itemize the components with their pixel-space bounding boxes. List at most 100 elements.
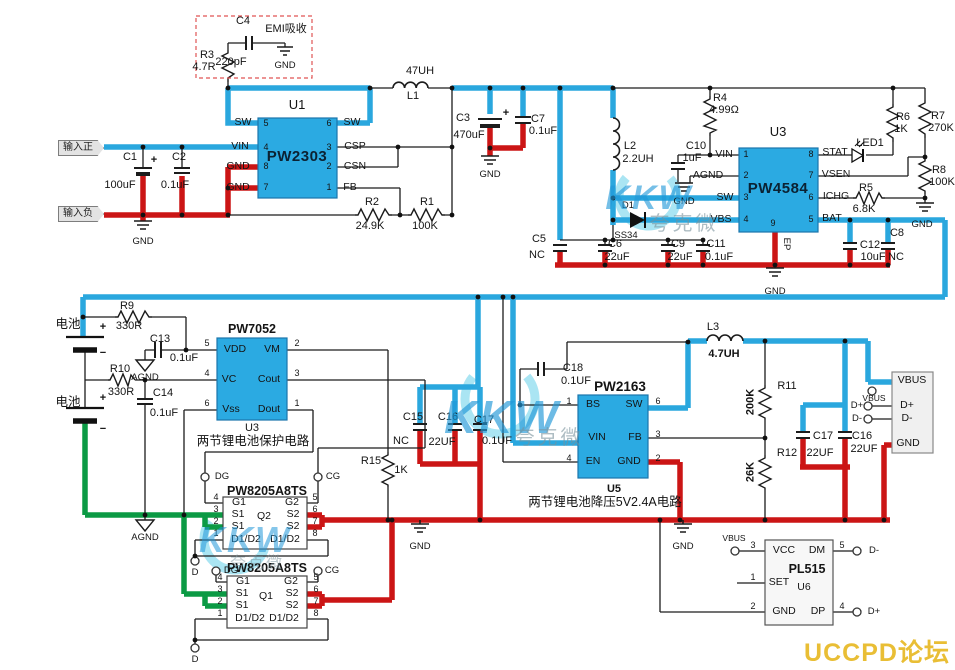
pw7052-pin-vdd: VDD bbox=[223, 343, 247, 355]
watermark-kkw-2: KKW bbox=[444, 391, 560, 443]
watermark-sub-3: 夸克微 bbox=[229, 555, 285, 572]
q1-net-dg: DG bbox=[223, 565, 239, 576]
inductor-symbols bbox=[392, 81, 744, 342]
q2-des: Q2 bbox=[256, 510, 272, 522]
c5-ref: C5 bbox=[531, 233, 547, 245]
q1-pin-d12l: D1/D2 bbox=[235, 612, 265, 624]
net-vbus-out: VBUS bbox=[862, 393, 886, 403]
c17b-val: 22UF bbox=[806, 447, 834, 459]
agnd-2: AGND bbox=[131, 532, 159, 543]
pw7052-pin-vc: VC bbox=[221, 373, 237, 385]
pw7052-num-2: 2 bbox=[294, 338, 300, 348]
r12-ref: R12 bbox=[776, 447, 798, 459]
u1-body bbox=[257, 117, 338, 199]
agnd-symbols bbox=[134, 359, 156, 533]
bat1-plus: + bbox=[99, 321, 107, 333]
u1-num-5: 5 bbox=[263, 118, 269, 128]
caption-protect: 两节锂电池保护电路 bbox=[196, 434, 310, 448]
r9-val: 330R bbox=[115, 320, 143, 332]
l2-ref: L2 bbox=[623, 140, 637, 152]
pl515-pin-dm: DM bbox=[808, 544, 826, 556]
pl515-num-4: 4 bbox=[839, 601, 845, 611]
pw7052-des: U3 bbox=[244, 422, 260, 434]
pw7052-body bbox=[216, 337, 288, 421]
u5-name: PW2163 bbox=[594, 379, 646, 394]
resistor-symbols bbox=[108, 50, 933, 490]
input-neg-tag: 输入负 bbox=[58, 206, 104, 222]
q1-num-4: 4 bbox=[217, 572, 223, 582]
ic-boxes bbox=[195, 15, 934, 629]
q2-pin-g2: G2 bbox=[284, 496, 300, 508]
conn-dplus: D+ bbox=[900, 399, 914, 411]
u5-pin-sw: SW bbox=[625, 398, 643, 410]
u3-pin-vbs: VBS bbox=[710, 213, 732, 225]
u1-pin-vin: VIN bbox=[231, 140, 249, 152]
gnd-emi: GND bbox=[274, 60, 296, 71]
c3-val: 470uF bbox=[453, 129, 485, 141]
u1-num-7: 7 bbox=[263, 182, 269, 192]
c17a-ref: C17 bbox=[473, 414, 495, 426]
q1-num-6: 6 bbox=[313, 584, 319, 594]
c12-val: 10uF bbox=[860, 251, 886, 263]
watermark-kkw-1: KKW bbox=[605, 179, 693, 217]
conn-gnd: GND bbox=[896, 437, 920, 449]
u1-pin-sw-l: SW bbox=[234, 116, 252, 128]
led1-ref: LED1 bbox=[856, 137, 884, 149]
r5-val: 6.8K bbox=[852, 203, 876, 215]
c7-val: 0.1uF bbox=[528, 125, 558, 137]
r15-val: 1K bbox=[394, 464, 408, 476]
u3-pin9-num: 9 bbox=[770, 218, 776, 228]
c10-val: 1uF bbox=[682, 152, 702, 164]
c9-ref: C9 bbox=[670, 238, 686, 250]
pl515-pin-gnd: GND bbox=[772, 605, 796, 617]
r11-ref: R11 bbox=[777, 380, 797, 392]
pl515-num-1: 1 bbox=[750, 572, 756, 582]
junction-dots bbox=[80, 85, 928, 643]
c5-val: NC bbox=[529, 249, 545, 261]
bat1-minus: − bbox=[99, 347, 107, 359]
watermark-kkw-3: KKW bbox=[199, 519, 291, 560]
bat2-minus: − bbox=[99, 423, 107, 435]
u5-body bbox=[577, 394, 649, 479]
u1-pin-fb: FB bbox=[343, 181, 357, 193]
u3-body bbox=[738, 147, 819, 233]
u5-pin-fb: FB bbox=[628, 431, 642, 443]
watermark-sub-1: 夸克微 bbox=[649, 213, 719, 235]
u3-ep: EP bbox=[780, 237, 792, 251]
q2-pin-s1b: S1 bbox=[231, 520, 245, 532]
pl515-num-3: 3 bbox=[750, 540, 756, 550]
conn-dminus: D- bbox=[901, 412, 913, 424]
u1-pin-csn: CSN bbox=[343, 160, 367, 172]
q2-body bbox=[222, 496, 308, 550]
u1-num-2: 2 bbox=[326, 161, 332, 171]
pw7052-pin-cout: Cout bbox=[257, 373, 281, 385]
r15-ref: R15 bbox=[360, 455, 382, 467]
u3-pin-sw: SW bbox=[716, 191, 734, 203]
gnd-bus1: GND bbox=[409, 541, 431, 552]
pl515-num-5: 5 bbox=[839, 540, 845, 550]
q1-num-5: 5 bbox=[313, 572, 319, 582]
c15-ref: C15 bbox=[402, 411, 424, 423]
d1-val: SS34 bbox=[614, 230, 638, 241]
pl515-body bbox=[764, 539, 834, 626]
c13-val: 0.1uF bbox=[169, 352, 199, 364]
net-dminus-out: D- bbox=[851, 413, 863, 424]
c10-ref: C10 bbox=[685, 140, 707, 152]
q2-num-7: 7 bbox=[312, 516, 318, 526]
c9-val: 22uF bbox=[667, 251, 693, 263]
c4-ref: C4 bbox=[235, 15, 251, 27]
pw7052-pin-vm: VM bbox=[264, 343, 280, 355]
u3-pin-bat: BAT bbox=[822, 212, 842, 224]
net-dminus-pl: D- bbox=[868, 545, 880, 556]
conn-vbus: VBUS bbox=[897, 374, 927, 386]
pw7052-num-3: 3 bbox=[294, 368, 300, 378]
c1-val: 100uF bbox=[104, 179, 136, 191]
q1-pin-s2b: S2 bbox=[285, 599, 299, 611]
u3-ref: U3 bbox=[769, 124, 787, 139]
q2-pin-s2a: S2 bbox=[286, 508, 300, 520]
r6-ref: R6 bbox=[895, 111, 911, 123]
c6-ref: C6 bbox=[607, 238, 623, 250]
r6-val: 1K bbox=[894, 123, 908, 135]
r10-ref: R10 bbox=[109, 363, 131, 375]
u1-num-8: 8 bbox=[263, 161, 269, 171]
